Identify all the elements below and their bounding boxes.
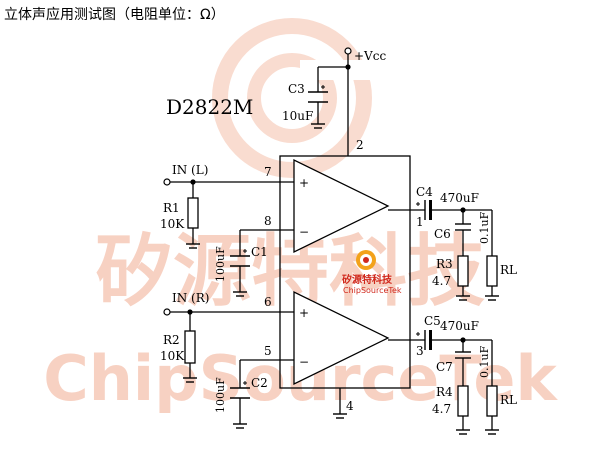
c2-symbol — [230, 387, 250, 399]
diagram-title: 立体声应用测试图（电阻单位：Ω） — [4, 7, 225, 23]
r2-name: R2 — [163, 333, 180, 347]
opamp-top — [293, 158, 390, 254]
r2-value: 10K — [160, 349, 185, 363]
watermark-cn: 矽源特科技 — [95, 227, 485, 317]
rl-top-symbol — [486, 255, 498, 287]
rl-bottom-name: RL — [500, 393, 517, 407]
c1-value: 100uF — [214, 246, 227, 282]
in-r-terminal — [163, 308, 171, 316]
c3-name: C3 — [288, 82, 305, 96]
c2-value: 100uF — [214, 377, 227, 413]
r3-value: 4.7 — [432, 274, 451, 288]
r4-value: 4.7 — [432, 402, 451, 416]
r3-name: R3 — [436, 257, 453, 271]
ground-r2 — [183, 377, 197, 383]
ground-r3 — [456, 295, 470, 301]
opamp-bottom-minus: − — [299, 355, 309, 369]
r1-value: 10K — [160, 217, 185, 231]
c7-value: 0.1uF — [478, 345, 491, 378]
opamp-bottom-plus: + — [299, 306, 309, 320]
r1-symbol — [187, 197, 199, 229]
vcc-terminal — [344, 47, 352, 55]
in-r-label: IN (R) — [172, 291, 209, 305]
c5-value: 470uF — [440, 319, 479, 333]
in-l-label: IN (L) — [172, 163, 208, 177]
brand-logo: 矽源特科技 ChipSourceTek — [342, 250, 402, 295]
r4-symbol — [457, 385, 469, 417]
pin-8: 8 — [264, 214, 272, 228]
r4-name: R4 — [436, 385, 453, 399]
pin-5: 5 — [264, 344, 272, 358]
opamp-top-minus: − — [299, 225, 309, 239]
part-number: D2822M — [166, 95, 253, 119]
opamp-top-plus: + — [299, 176, 309, 190]
pin-6: 6 — [264, 295, 272, 309]
c7-name: C7 — [436, 360, 453, 374]
grounds — [183, 123, 499, 435]
ground-rl-top — [485, 295, 499, 301]
c5-name: C5 — [424, 314, 441, 328]
capacitors — [230, 91, 471, 399]
c3-value: 10uF — [282, 109, 313, 123]
junctions — [187, 64, 466, 343]
r1-name: R1 — [163, 201, 180, 215]
ground-r4 — [456, 429, 470, 435]
c2-name: C2 — [251, 376, 268, 390]
in-l-terminal — [163, 178, 171, 186]
c6-value: 0.1uF — [478, 211, 491, 244]
vcc-label: +Vcc — [354, 49, 386, 63]
r2-symbol — [184, 330, 196, 364]
r3-symbol — [457, 255, 469, 287]
c1-name: C1 — [251, 245, 268, 259]
brand-logo-cn: 矽源特科技 — [342, 273, 393, 286]
pin-2: 2 — [356, 138, 364, 152]
ground-c1 — [233, 291, 247, 297]
polarity-marks — [243, 85, 420, 385]
pin-3: 3 — [416, 344, 424, 358]
c5-symbol — [424, 330, 432, 350]
ground-c2 — [233, 423, 247, 429]
resistors — [184, 197, 498, 417]
terminals — [163, 47, 352, 316]
opamp-bottom — [293, 290, 390, 386]
c7-symbol — [455, 351, 471, 359]
c1-symbol — [230, 255, 250, 267]
rl-top-name: RL — [500, 263, 517, 277]
c6-name: C6 — [434, 227, 451, 241]
ground-r1 — [186, 243, 200, 249]
rl-bottom-symbol — [486, 385, 498, 417]
c3-symbol — [308, 91, 328, 103]
brand-logo-en: ChipSourceTek — [343, 286, 402, 295]
pin-4: 4 — [346, 399, 354, 413]
c4-name: C4 — [416, 185, 433, 199]
ground-c3 — [311, 123, 325, 129]
c4-value: 470uF — [440, 191, 479, 205]
c6-symbol — [455, 223, 471, 231]
c4-symbol — [424, 200, 432, 220]
pin-1: 1 — [416, 215, 424, 229]
ground-rl-bottom — [485, 429, 499, 435]
pin-7: 7 — [264, 165, 272, 179]
ground-pin4 — [333, 413, 347, 419]
